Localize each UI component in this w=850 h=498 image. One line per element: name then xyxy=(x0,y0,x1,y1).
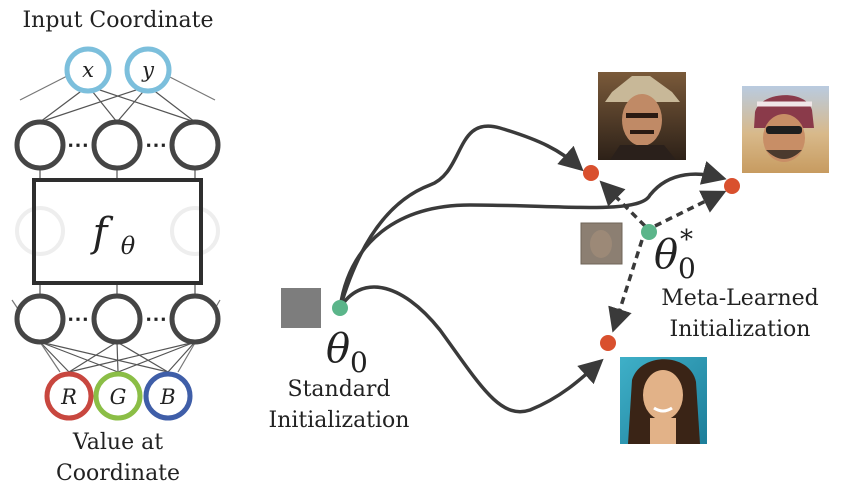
meta-init-label-line-1: Meta-Learned xyxy=(661,286,818,311)
initialization-comparison: θ 0 Standard Initialization θ 0 * Meta-L… xyxy=(269,72,829,444)
function-box: f θ xyxy=(15,178,220,285)
meta-init-image xyxy=(580,222,623,265)
function-label: f xyxy=(90,210,114,256)
meta-arrow-top xyxy=(599,180,647,228)
ellipsis-row-2-right: ⋯ xyxy=(145,306,167,332)
svg-text:0: 0 xyxy=(678,252,696,285)
output-title-line-2: Coordinate xyxy=(56,461,180,486)
hidden-node xyxy=(91,293,143,345)
standard-init-label-line-2: Initialization xyxy=(269,408,410,433)
target-point-right xyxy=(724,178,740,194)
svg-text:B: B xyxy=(159,385,175,409)
trajectory-to-face-right xyxy=(338,161,727,309)
svg-text:*: * xyxy=(680,225,693,255)
target-point-bottom xyxy=(600,335,616,351)
trajectory-to-face-top xyxy=(338,124,584,309)
ellipsis-row-1-right: ⋯ xyxy=(145,132,167,158)
svg-text:G: G xyxy=(110,385,127,409)
svg-text:R: R xyxy=(60,385,77,409)
ellipsis-row-2-left: ⋯ xyxy=(67,306,89,332)
svg-text:0: 0 xyxy=(350,346,368,379)
target-face-top xyxy=(598,72,686,160)
hidden-node xyxy=(91,119,143,171)
meta-arrow-right xyxy=(654,190,727,228)
function-subscript: θ xyxy=(121,232,136,260)
ellipsis-row-1-left: ⋯ xyxy=(67,132,89,158)
input-node-y: y xyxy=(124,46,172,94)
standard-init-image xyxy=(281,288,321,328)
hidden-node xyxy=(169,293,221,345)
meta-trajectories xyxy=(599,180,727,333)
target-point-top xyxy=(583,165,599,181)
svg-text:θ: θ xyxy=(654,232,678,278)
meta-arrow-bottom xyxy=(608,239,644,333)
coordinate-network: Input Coordinate xyxy=(11,8,221,486)
target-face-right xyxy=(742,86,829,173)
standard-trajectories xyxy=(338,124,727,414)
hidden-node xyxy=(14,119,66,171)
hidden-node xyxy=(14,293,66,345)
meta-init-symbol: θ 0 * xyxy=(654,225,696,285)
hidden-layer-1 xyxy=(14,119,221,171)
svg-text:θ: θ xyxy=(326,326,350,372)
standard-init-point xyxy=(332,300,348,316)
output-node-r: R xyxy=(44,371,94,421)
output-title-line-1: Value at xyxy=(72,430,163,455)
hidden-node xyxy=(169,119,221,171)
standard-init-symbol: θ 0 xyxy=(326,326,368,379)
input-coordinate-title: Input Coordinate xyxy=(22,8,213,33)
svg-text:x: x xyxy=(82,58,94,82)
output-node-b: B xyxy=(143,371,193,421)
svg-text:y: y xyxy=(141,58,155,82)
standard-init-label-line-1: Standard xyxy=(288,377,391,402)
meta-init-point xyxy=(641,224,657,240)
output-node-g: G xyxy=(93,371,143,421)
trajectory-to-face-bottom xyxy=(338,285,604,414)
hidden-layer-2 xyxy=(14,293,221,345)
target-face-bottom xyxy=(620,357,707,444)
meta-init-label-line-2: Initialization xyxy=(670,317,811,342)
input-node-x: x xyxy=(64,46,112,94)
